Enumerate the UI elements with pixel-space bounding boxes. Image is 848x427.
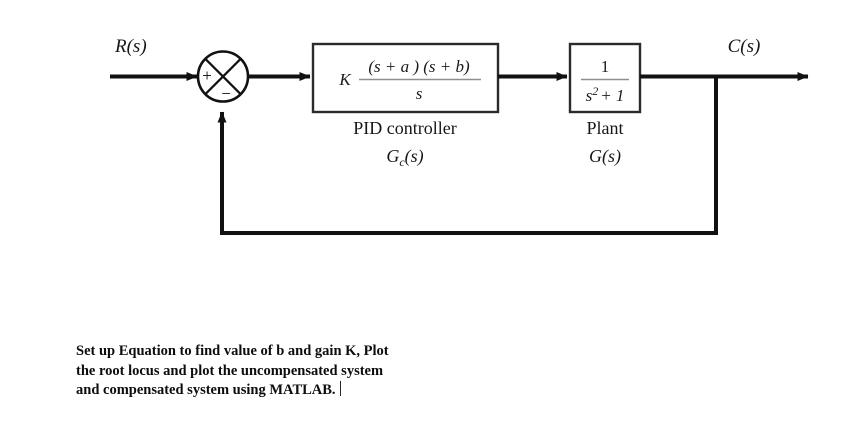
feedback-path bbox=[217, 76, 718, 235]
plant-denominator-exponent: 2 bbox=[592, 84, 598, 98]
caption-line-2: the root locus and plot the uncompensate… bbox=[76, 362, 384, 379]
summing-junction-plus-sign: + bbox=[202, 66, 212, 85]
caption-line-1: Set up Equation to find value of b and g… bbox=[76, 343, 389, 359]
output-signal-label: C(s) bbox=[728, 36, 761, 57]
text-cursor bbox=[339, 381, 341, 396]
controller-symbol-base: G bbox=[386, 146, 399, 166]
controller-symbol-sub: c bbox=[399, 155, 405, 169]
controller-name-label: PID controller bbox=[353, 118, 456, 138]
plant-symbol-base: G bbox=[589, 146, 602, 166]
plant-symbol-label: G(s) bbox=[589, 146, 621, 167]
caption-line-3: and compensated system using MATLAB. bbox=[76, 382, 336, 398]
plant-denominator-tail: + 1 bbox=[600, 86, 624, 105]
plant-denominator: s2+ 1 bbox=[586, 84, 625, 105]
controller-symbol-label: Gc(s) bbox=[386, 146, 423, 169]
controller-denominator: s bbox=[416, 84, 423, 103]
controller-gain: K bbox=[338, 70, 352, 89]
caption-text: Set up Equation to find value of b and g… bbox=[76, 342, 416, 401]
summing-junction-minus-sign: − bbox=[221, 84, 231, 103]
input-signal-label: R(s) bbox=[114, 36, 147, 57]
plant-numerator: 1 bbox=[601, 57, 610, 76]
controller-block: K (s + a ) (s + b) s bbox=[311, 42, 500, 114]
plant-block: 1 s2+ 1 bbox=[568, 42, 642, 114]
plant-symbol-tail: (s) bbox=[602, 146, 621, 167]
summing-junction: + − bbox=[196, 50, 250, 103]
plant-denominator-base: s bbox=[586, 86, 593, 105]
plant-name-label: Plant bbox=[586, 118, 623, 138]
controller-symbol-tail: (s) bbox=[405, 146, 424, 167]
controller-numerator: (s + a ) (s + b) bbox=[368, 57, 470, 76]
caption-line-3-wrapper: and compensated system using MATLAB. bbox=[76, 381, 416, 401]
